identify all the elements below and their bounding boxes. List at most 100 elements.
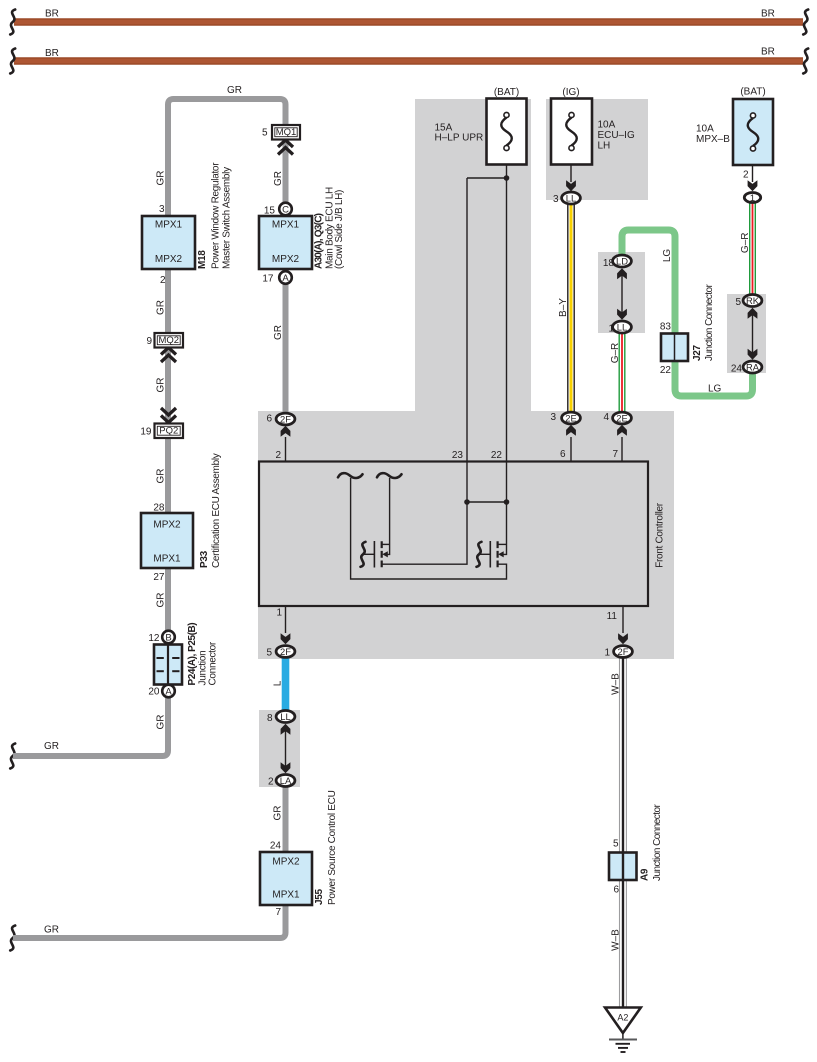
svg-text:3: 3 bbox=[553, 194, 559, 205]
svg-text:3: 3 bbox=[159, 204, 165, 215]
svg-text:GR: GR bbox=[273, 171, 284, 186]
svg-text:2: 2 bbox=[743, 170, 749, 181]
svg-text:A9: A9 bbox=[640, 868, 651, 881]
svg-text:Master Switch Assembly: Master Switch Assembly bbox=[222, 167, 233, 269]
svg-text:RA: RA bbox=[746, 362, 760, 373]
svg-text:BR: BR bbox=[45, 48, 59, 59]
svg-text:Junction Connector: Junction Connector bbox=[652, 804, 663, 881]
svg-text:20: 20 bbox=[148, 686, 160, 697]
svg-text:GR: GR bbox=[156, 715, 167, 730]
svg-text:LL: LL bbox=[280, 711, 290, 722]
svg-text:A: A bbox=[282, 273, 289, 284]
svg-text:4: 4 bbox=[603, 412, 609, 423]
svg-text:(IG): (IG) bbox=[562, 87, 579, 98]
svg-text:7: 7 bbox=[275, 907, 281, 918]
svg-text:MQ2: MQ2 bbox=[159, 335, 180, 346]
svg-text:BR: BR bbox=[45, 9, 59, 20]
svg-text:W–B: W–B bbox=[610, 929, 621, 951]
svg-text:LG: LG bbox=[662, 249, 673, 263]
svg-text:GR: GR bbox=[227, 85, 242, 96]
svg-text:1: 1 bbox=[750, 192, 755, 203]
svg-text:2: 2 bbox=[275, 450, 281, 461]
svg-text:GR: GR bbox=[156, 593, 167, 608]
svg-text:MPX2: MPX2 bbox=[153, 520, 181, 531]
svg-text:5: 5 bbox=[266, 648, 272, 659]
svg-text:MPX1: MPX1 bbox=[272, 220, 300, 231]
svg-text:GR: GR bbox=[273, 325, 284, 340]
svg-text:2F: 2F bbox=[618, 646, 629, 657]
svg-text:8: 8 bbox=[267, 713, 273, 724]
svg-text:2E: 2E bbox=[565, 412, 576, 423]
svg-text:MPX1: MPX1 bbox=[153, 554, 181, 565]
svg-text:5: 5 bbox=[735, 297, 741, 308]
svg-text:27: 27 bbox=[153, 572, 165, 583]
svg-text:22: 22 bbox=[491, 450, 503, 461]
svg-text:Main Body ECU LH: Main Body ECU LH bbox=[325, 187, 336, 269]
svg-text:B: B bbox=[165, 632, 171, 643]
svg-text:23: 23 bbox=[452, 450, 464, 461]
svg-text:2F: 2F bbox=[280, 413, 291, 424]
svg-text:1: 1 bbox=[276, 608, 282, 619]
svg-text:MPX1: MPX1 bbox=[155, 220, 183, 231]
svg-text:10A: 10A bbox=[598, 120, 616, 131]
svg-text:18: 18 bbox=[603, 258, 615, 269]
svg-text:P33: P33 bbox=[199, 550, 210, 568]
svg-text:6: 6 bbox=[560, 449, 566, 460]
svg-text:6: 6 bbox=[266, 414, 272, 425]
svg-text:A: A bbox=[165, 686, 172, 697]
svg-text:5: 5 bbox=[613, 839, 619, 850]
svg-text:83: 83 bbox=[660, 322, 672, 333]
svg-text:LG: LG bbox=[708, 384, 722, 395]
svg-text:Power Window Regulator: Power Window Regulator bbox=[211, 162, 222, 269]
svg-text:MPX–B: MPX–B bbox=[696, 134, 730, 145]
svg-text:LD: LD bbox=[616, 256, 628, 267]
svg-text:24: 24 bbox=[270, 841, 282, 852]
svg-text:M18: M18 bbox=[197, 250, 208, 269]
svg-text:24: 24 bbox=[731, 364, 743, 375]
svg-text:2: 2 bbox=[160, 275, 166, 286]
svg-text:Junction: Junction bbox=[198, 651, 209, 686]
svg-text:9: 9 bbox=[146, 336, 152, 347]
svg-text:A30(A), Q3(C): A30(A), Q3(C) bbox=[314, 213, 325, 269]
svg-text:ECU–IG: ECU–IG bbox=[598, 130, 635, 141]
svg-text:17: 17 bbox=[262, 274, 274, 285]
svg-text:22: 22 bbox=[660, 365, 672, 376]
svg-text:MPX2: MPX2 bbox=[155, 254, 183, 265]
svg-text:G–R: G–R bbox=[740, 233, 751, 254]
svg-text:PQ2: PQ2 bbox=[159, 426, 178, 437]
svg-text:P24(A), P25(B): P24(A), P25(B) bbox=[187, 623, 198, 686]
svg-text:H–LP UPR: H–LP UPR bbox=[435, 133, 484, 144]
svg-text:MPX2: MPX2 bbox=[272, 254, 300, 265]
svg-text:2: 2 bbox=[268, 777, 274, 788]
svg-text:RK: RK bbox=[746, 295, 760, 306]
svg-text:GR: GR bbox=[156, 378, 167, 393]
svg-text:GR: GR bbox=[273, 806, 284, 821]
svg-text:LL: LL bbox=[566, 193, 576, 204]
svg-text:Power Source Control ECU: Power Source Control ECU bbox=[327, 790, 338, 905]
svg-text:1: 1 bbox=[608, 324, 614, 335]
svg-text:15: 15 bbox=[264, 206, 276, 217]
svg-text:LA: LA bbox=[280, 775, 292, 786]
svg-text:15A: 15A bbox=[435, 123, 453, 134]
svg-text:B–Y: B–Y bbox=[558, 298, 569, 317]
svg-text:BR: BR bbox=[761, 47, 775, 58]
svg-text:W–B: W–B bbox=[610, 673, 621, 695]
svg-text:2F: 2F bbox=[280, 646, 291, 657]
svg-text:C: C bbox=[282, 204, 289, 215]
svg-text:GR: GR bbox=[44, 741, 59, 752]
svg-text:GR: GR bbox=[156, 300, 167, 315]
svg-text:MQ1: MQ1 bbox=[276, 127, 297, 138]
svg-text:J27: J27 bbox=[692, 344, 703, 361]
svg-text:LH: LH bbox=[598, 141, 611, 152]
svg-text:10A: 10A bbox=[696, 124, 714, 135]
svg-text:2E: 2E bbox=[616, 412, 627, 423]
svg-text:7: 7 bbox=[612, 449, 618, 460]
svg-text:GR: GR bbox=[156, 171, 167, 186]
svg-text:(BAT): (BAT) bbox=[494, 87, 519, 98]
svg-text:12: 12 bbox=[148, 633, 160, 644]
svg-text:Connector: Connector bbox=[208, 641, 219, 685]
svg-text:J55: J55 bbox=[314, 888, 325, 905]
svg-text:MPX2: MPX2 bbox=[272, 857, 300, 868]
svg-text:A2: A2 bbox=[617, 1012, 628, 1022]
svg-text:LL: LL bbox=[617, 322, 627, 333]
